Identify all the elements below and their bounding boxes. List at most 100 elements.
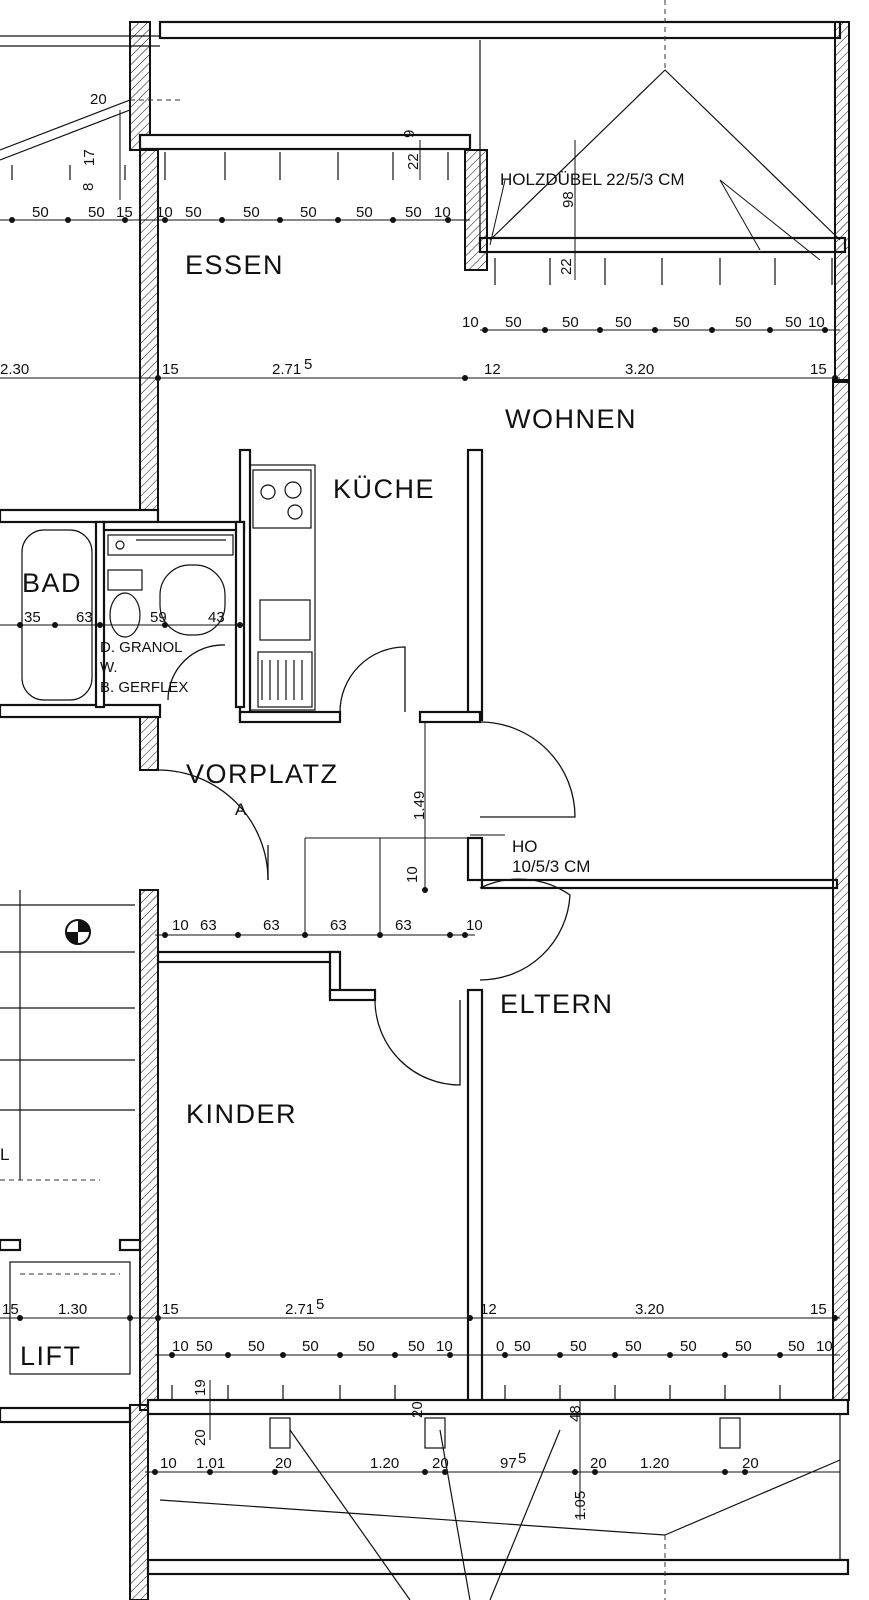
dim-text: 50 xyxy=(356,204,373,221)
dim-text: 50 xyxy=(615,314,632,331)
dimension-texts: 50 50 15 10 50 50 50 50 50 10 20 9 22 17… xyxy=(0,91,833,1520)
dim-text: 15 xyxy=(810,1301,827,1318)
dim-text: 2.71 xyxy=(285,1301,314,1318)
toilet-icon xyxy=(107,569,143,591)
dim-text: 1.49 xyxy=(411,791,428,820)
dim-text: 12 xyxy=(484,361,501,378)
dim-text: 50 xyxy=(735,1338,752,1355)
dim-text: 98 xyxy=(560,191,577,208)
room-label-bad: BAD xyxy=(22,568,82,598)
room-label-essen: ESSEN xyxy=(185,250,284,280)
note-floor-2: W. xyxy=(100,659,118,676)
room-label-kinder: KINDER xyxy=(186,1099,297,1129)
dim-text: 10 xyxy=(808,314,825,331)
dim-text: 50 xyxy=(405,204,422,221)
dim-text: 48 xyxy=(567,1405,584,1422)
dim-text: 1.20 xyxy=(370,1455,399,1472)
door-swing-icon xyxy=(479,878,571,981)
dim-text: 50 xyxy=(625,1338,642,1355)
note-floor-3: B. GERFLEX xyxy=(100,679,188,696)
dim-text: 50 xyxy=(788,1338,805,1355)
bathtub-icon xyxy=(21,529,93,701)
bottom-balcony xyxy=(0,1385,850,1600)
dim-text: 10 xyxy=(462,314,479,331)
dimension-lines xyxy=(0,110,840,1520)
dim-text: 3.20 xyxy=(635,1301,664,1318)
balcony-posts-bottom xyxy=(171,1385,781,1449)
dim-text: 35 xyxy=(24,609,41,626)
dim-text: 1.01 xyxy=(196,1455,225,1472)
dim-text: 10 xyxy=(816,1338,833,1355)
dim-text: 50 xyxy=(302,1338,319,1355)
dim-text: 59 xyxy=(150,609,167,626)
door-swing-icon xyxy=(167,644,226,701)
staircase xyxy=(0,890,135,1181)
dim-text: 5 xyxy=(304,356,312,373)
dim-text: 50 xyxy=(243,204,260,221)
stove-burner-icon xyxy=(287,504,303,520)
dim-text: 63 xyxy=(263,917,280,934)
dim-text: 15 xyxy=(810,361,827,378)
dim-text: 2.30 xyxy=(0,361,29,378)
dim-text: 10 xyxy=(160,1455,177,1472)
dim-text: 15 xyxy=(162,361,179,378)
note-ho-1: HO xyxy=(512,837,538,856)
dim-text: 20 xyxy=(742,1455,759,1472)
dim-text: 2.71 xyxy=(272,361,301,378)
dim-text: 63 xyxy=(395,917,412,934)
dim-text: 8 xyxy=(80,183,97,191)
stub-left-label: L xyxy=(0,1145,9,1164)
dim-text: 20 xyxy=(90,91,107,108)
bathroom-fixtures xyxy=(21,529,234,701)
dim-text: 0 xyxy=(496,1338,504,1355)
dim-text: 50 xyxy=(300,204,317,221)
door-swing-icon xyxy=(479,721,576,818)
dim-text: 3.20 xyxy=(625,361,654,378)
dim-text: 63 xyxy=(76,609,93,626)
dim-text: 20 xyxy=(192,1429,209,1446)
stove-burner-icon xyxy=(260,484,276,500)
dim-text: 5 xyxy=(316,1296,324,1313)
dim-text: 9 xyxy=(401,130,418,138)
walls xyxy=(0,149,850,1600)
dim-text: 50 xyxy=(735,314,752,331)
annotations: HOLZDÜBEL 22/5/3 CM HO 10/5/3 CM D. GRAN… xyxy=(0,170,685,1164)
dim-text: 10 xyxy=(466,917,483,934)
dim-text: 50 xyxy=(196,1338,213,1355)
dim-text: 63 xyxy=(200,917,217,934)
stove-burner-icon xyxy=(284,481,302,499)
dim-text: 50 xyxy=(570,1338,587,1355)
dim-text: 22 xyxy=(405,153,422,170)
dim-text: 5 xyxy=(518,1450,526,1467)
note-ho-2: 10/5/3 CM xyxy=(512,857,590,876)
kitchen-fixtures xyxy=(249,464,316,711)
dim-text: 12 xyxy=(480,1301,497,1318)
dim-text: 10 xyxy=(436,1338,453,1355)
dim-text: 15 xyxy=(116,204,133,221)
room-label-eltern: ELTERN xyxy=(500,989,614,1019)
room-label-lift: LIFT xyxy=(20,1341,82,1371)
dim-text: 20 xyxy=(409,1401,426,1418)
dim-text: 50 xyxy=(248,1338,265,1355)
door-swing-icon xyxy=(339,646,406,713)
note-floor-1: D. GRANOL xyxy=(100,639,183,656)
dim-text: 17 xyxy=(81,149,98,166)
door-mark: A xyxy=(235,800,247,819)
top-balcony xyxy=(0,0,850,383)
dim-text: 1.20 xyxy=(640,1455,669,1472)
dim-text: 19 xyxy=(192,1379,209,1396)
dim-text: 50 xyxy=(514,1338,531,1355)
dim-text: 10 xyxy=(172,1338,189,1355)
dim-text: 10 xyxy=(404,866,421,883)
door-swing-icon xyxy=(374,999,461,1086)
door-swing-icon xyxy=(157,769,269,881)
note-holzduebel: HOLZDÜBEL 22/5/3 CM xyxy=(500,170,685,189)
dim-text: 97 xyxy=(500,1455,517,1472)
dim-text: 50 xyxy=(562,314,579,331)
room-label-wohnen: WOHNEN xyxy=(505,404,637,434)
dim-text: 50 xyxy=(673,314,690,331)
dim-text: 20 xyxy=(432,1455,449,1472)
doors xyxy=(157,644,576,1086)
dim-text: 50 xyxy=(505,314,522,331)
